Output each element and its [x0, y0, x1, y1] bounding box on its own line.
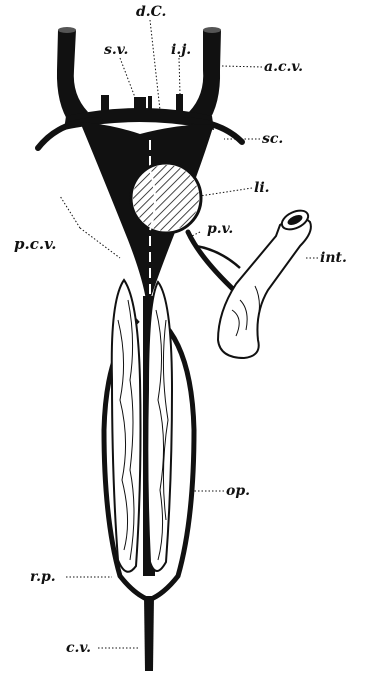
vein-opening-right	[203, 27, 221, 33]
label-ij: i.j.	[171, 42, 191, 58]
leader-li	[200, 188, 252, 196]
label-dc: d.C.	[136, 4, 166, 20]
label-cv: c.v.	[66, 640, 91, 656]
label-op: op.	[226, 483, 250, 499]
caudal-vein	[144, 596, 154, 671]
ovary-left	[112, 280, 141, 572]
label-rp: r.p.	[30, 569, 56, 585]
label-int: int.	[320, 250, 347, 266]
jugular-stub	[101, 95, 109, 119]
caudal-vein-fork	[120, 576, 178, 598]
anterior-cardinal-vein-right	[189, 30, 221, 124]
leader-pv	[192, 232, 200, 236]
label-pcv: p.c.v.	[14, 236, 57, 252]
ovary-right	[147, 282, 172, 571]
portal-vein	[188, 232, 236, 292]
leader-acv	[222, 66, 262, 67]
label-sv: s.v.	[104, 42, 128, 58]
sinus-venosus	[134, 97, 146, 119]
anterior-cardinal-vein-left	[57, 30, 88, 124]
leader-sv	[120, 58, 136, 100]
label-acv: a.c.v.	[264, 59, 303, 75]
inferior-jugular-vein	[176, 94, 183, 118]
label-pv: p.v.	[207, 221, 233, 237]
label-li: li.	[254, 180, 270, 196]
leader-ij	[179, 58, 180, 94]
vein-opening-left	[58, 27, 76, 33]
label-sc: sc.	[262, 131, 283, 147]
leader-pcv	[60, 196, 120, 258]
liver-hatching	[133, 165, 199, 231]
